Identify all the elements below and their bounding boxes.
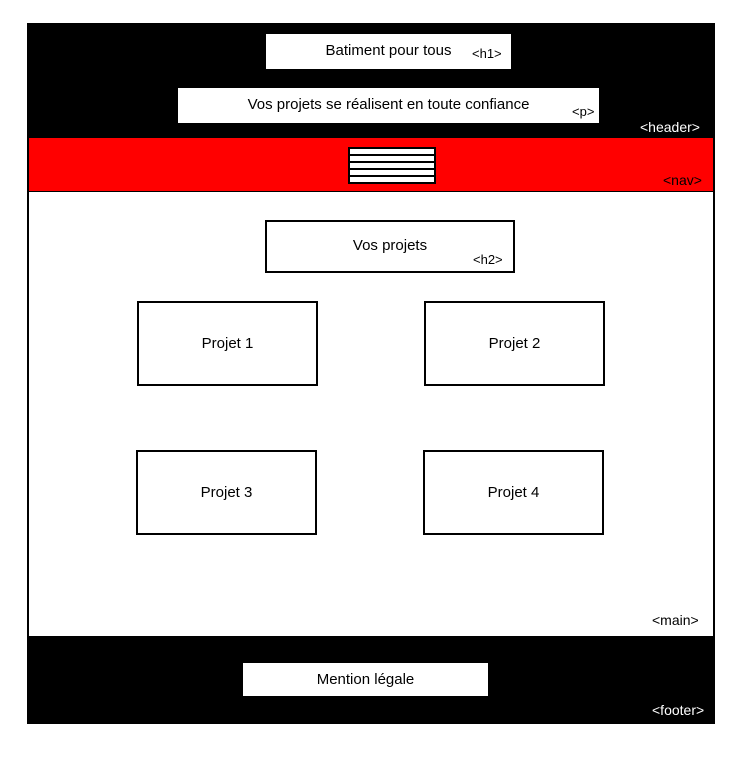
footer-tag-label: <footer> (652, 702, 705, 718)
main-tag-label: <main> (652, 612, 699, 628)
project-card-label: Projet 4 (487, 484, 540, 501)
project-card[interactable]: Projet 3 (136, 450, 317, 535)
project-card-label: Projet 2 (488, 335, 541, 352)
section-heading: Vos projets (265, 220, 515, 273)
project-card-label: Projet 1 (201, 335, 254, 352)
h2-tag-label: <h2> (473, 252, 503, 267)
legal-notice[interactable]: Mention légale (243, 663, 488, 696)
header-tag-label: <header> (640, 119, 700, 135)
project-card-label: Projet 3 (200, 484, 253, 501)
section-heading-text: Vos projets (352, 237, 428, 254)
site-title: Batiment pour tous (266, 34, 511, 69)
p-tag-label: <p> (572, 104, 595, 119)
site-subtitle: Vos projets se réalisent en toute confia… (178, 88, 599, 123)
project-card[interactable]: Projet 1 (137, 301, 318, 386)
site-title-text: Batiment pour tous (325, 42, 452, 59)
project-card[interactable]: Projet 2 (424, 301, 605, 386)
nav-tag-label: <nav> (663, 172, 702, 188)
h1-tag-label: <h1> (472, 46, 502, 61)
site-subtitle-text: Vos projets se réalisent en toute confia… (247, 96, 530, 113)
hamburger-menu-icon[interactable] (348, 147, 436, 184)
project-card[interactable]: Projet 4 (423, 450, 604, 535)
legal-notice-text: Mention légale (316, 671, 415, 688)
